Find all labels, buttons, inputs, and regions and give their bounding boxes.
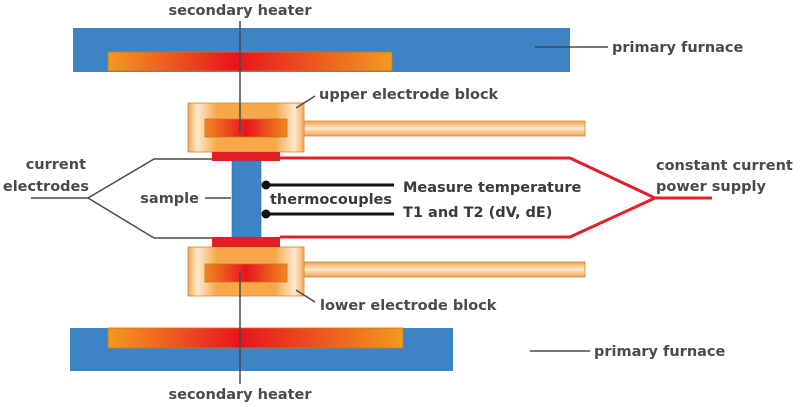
thermocouple-junction-t1 (261, 180, 271, 190)
measure-temperature-label-line2: T1 and T2 (dV, dE) (403, 205, 552, 221)
thermocouples-label: thermocouples (270, 192, 392, 208)
sample-bar (231, 160, 262, 238)
current-electrodes-leader-upper (87, 158, 212, 199)
primary-furnace-top-label: primary furnace (612, 40, 744, 56)
primary-furnace-bottom-label: primary furnace (594, 344, 726, 360)
power-supply-label-line1: constant current (656, 158, 793, 174)
current-electrodes-label-line2: electrodes (3, 179, 89, 195)
thermocouple-junction-t2 (261, 209, 271, 219)
current-electrodes-leader-lower (87, 197, 212, 239)
electrode-block-heater (204, 118, 288, 138)
upper-electrode-block-leader (295, 95, 316, 109)
secondary-heater-bottom-label: secondary heater (168, 387, 312, 403)
sample-label: sample (140, 191, 199, 207)
power-supply-label-line2: power supply (656, 179, 766, 195)
current-electrodes-label-line1: current (26, 157, 86, 173)
lower-electrode-block-leader (295, 289, 316, 303)
measure-temperature-label-line1: Measure temperature (403, 180, 581, 196)
current-wire-lower (280, 196, 656, 239)
primary-furnace-bottom (70, 327, 453, 371)
upper-electrode-block (187, 102, 305, 153)
lower-electrode-rod (303, 261, 586, 278)
lower-electrode-block-label: lower electrode block (320, 298, 497, 314)
secondary-heater-element (107, 51, 393, 72)
secondary-heater-element (107, 327, 404, 349)
primary-furnace-top (73, 28, 570, 72)
thermocouples (261, 180, 394, 219)
secondary-heater-top-label: secondary heater (168, 3, 312, 19)
upper-contact-pad (212, 152, 280, 161)
lower-electrode-block (187, 246, 305, 297)
upper-electrode-rod (303, 120, 586, 137)
lower-contact-pad (212, 237, 280, 247)
upper-electrode-block-label: upper electrode block (319, 87, 499, 103)
electrode-block-heater (204, 263, 288, 283)
current-wire-upper (280, 156, 656, 200)
